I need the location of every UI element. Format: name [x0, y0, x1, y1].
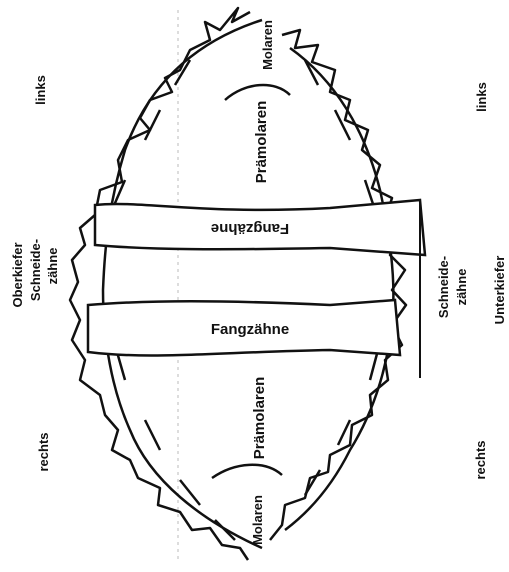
label-schneide-left: Schneide- [28, 239, 43, 301]
label-oberkiefer: Oberkiefer [10, 242, 25, 307]
label-zaehne-right: zähne [454, 269, 469, 306]
label-schneide-right: Schneide- [436, 256, 451, 318]
label-rechts-right: rechts [473, 440, 488, 479]
label-molaren-bottom: Molaren [250, 495, 265, 545]
label-fangzaehne-lower: Fangzähne [211, 321, 289, 338]
label-praemolaren-bottom: Prämolaren [251, 377, 268, 460]
label-links-bottom: links [474, 82, 489, 112]
label-zaehne-left: zähne [45, 248, 60, 285]
label-links-top: links [33, 75, 48, 105]
label-molaren-top: Molaren [260, 20, 275, 70]
label-praemolaren-top: Prämolaren [253, 101, 270, 184]
label-rechts-left: rechts [36, 432, 51, 471]
label-unterkiefer: Unterkiefer [492, 256, 507, 325]
label-fangzaehne-upper: Fangzähne [211, 220, 289, 237]
